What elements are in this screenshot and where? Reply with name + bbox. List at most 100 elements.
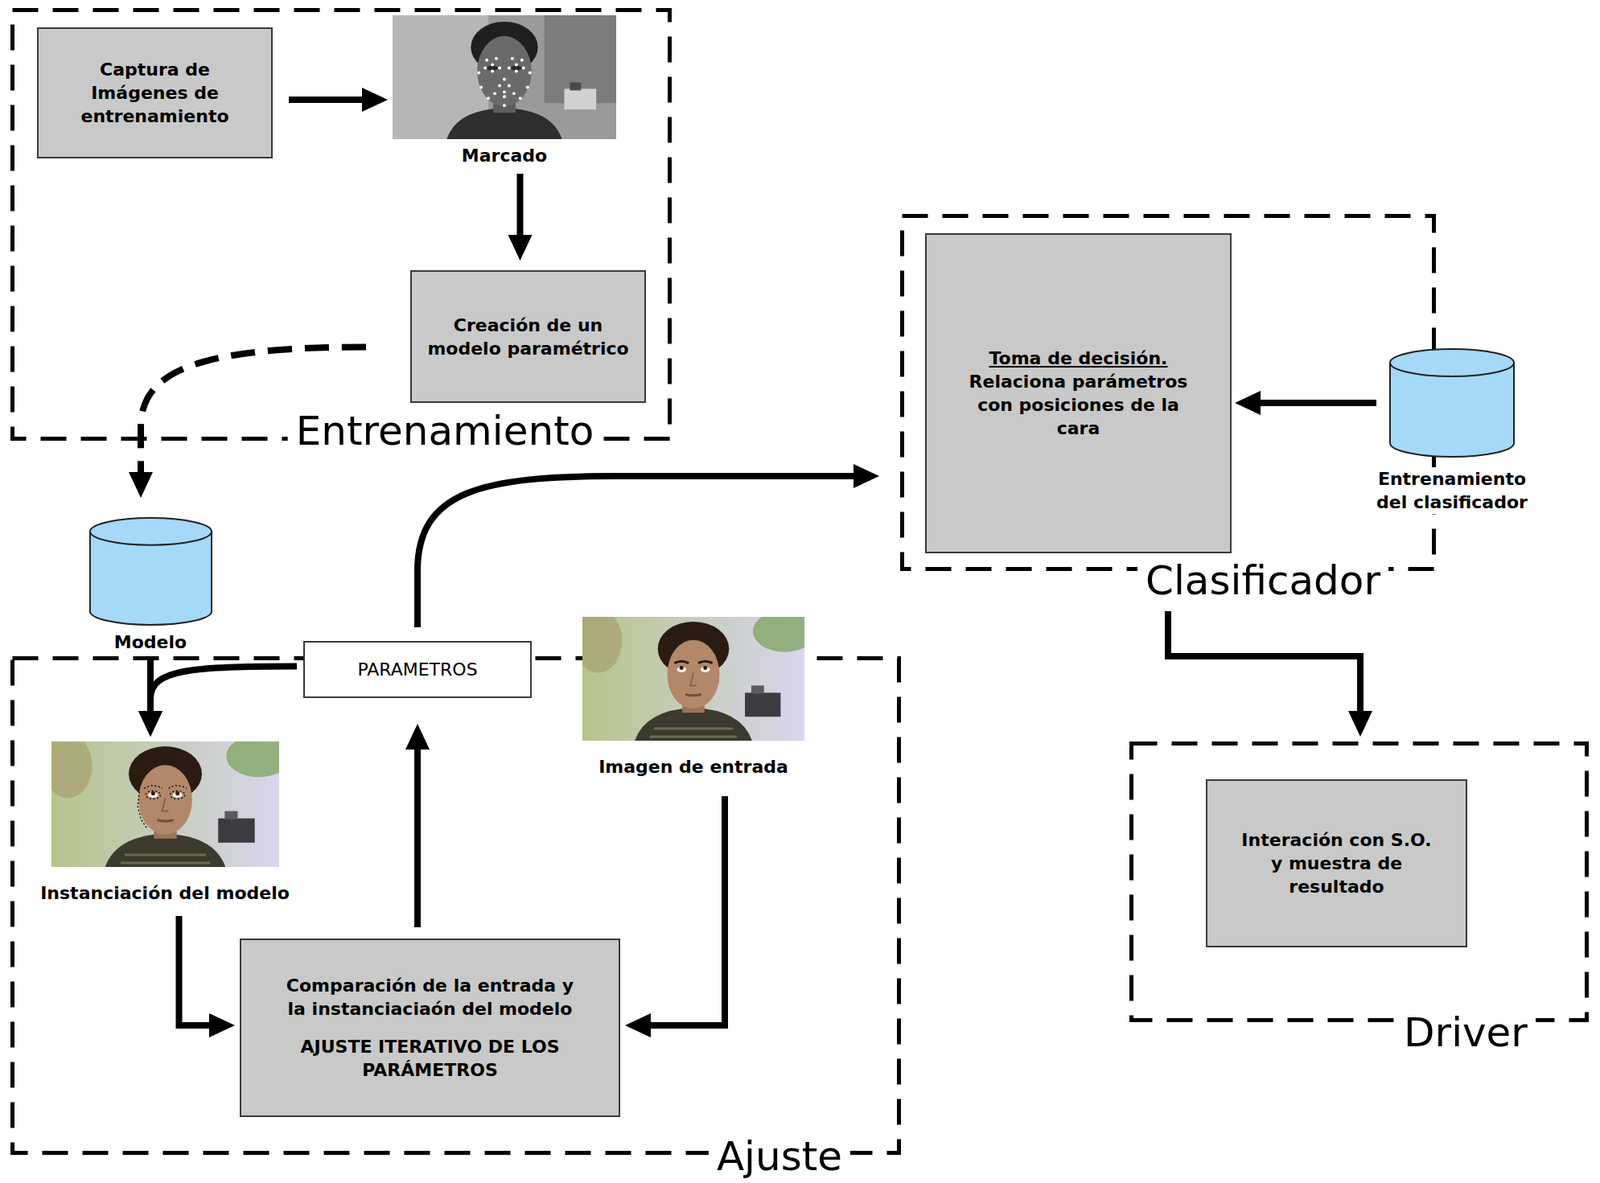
- connector-line: [517, 173, 524, 237]
- drawing-part: [528, 71, 532, 75]
- drawing-part: [679, 666, 684, 671]
- drawing-part: [510, 57, 515, 61]
- database-cylinder: [1387, 346, 1517, 460]
- box-text-wrap: PARAMETROS: [314, 658, 521, 682]
- box-text-wrap: Toma de decisión.Relaciona parámetros co…: [958, 346, 1198, 441]
- arrow-head: [508, 234, 533, 261]
- connector-arrow: [138, 666, 297, 738]
- drawing-part: [150, 791, 155, 796]
- drawing-part: [514, 63, 519, 67]
- database-node: Modelo: [74, 515, 227, 654]
- face-photo: [51, 741, 280, 868]
- dashed-border: [902, 216, 1435, 570]
- dashed-group: EntrenamientoCaptura de Imágenes de entr…: [10, 8, 672, 441]
- drawing-part: [486, 96, 490, 100]
- dashed-border: [12, 10, 671, 440]
- drawing-part: [145, 790, 161, 799]
- box-text: Captura de Imágenes de entrenamiento: [51, 57, 259, 128]
- drawing-part: [522, 66, 526, 70]
- drawing-part: [161, 797, 169, 811]
- process-box: Captura de Imágenes de entrenamiento: [37, 27, 273, 159]
- process-box: Creación de un modelo paramétrico: [410, 270, 646, 404]
- box-text: PARAMETROS: [314, 658, 521, 682]
- drawing-part: [507, 83, 511, 87]
- database-cylinder: [87, 515, 214, 628]
- drawing-part: [544, 15, 617, 103]
- drawing-part: [156, 820, 173, 823]
- drawing-part: [493, 91, 497, 95]
- process-box: Comparación de la entrada y la instancia…: [239, 938, 621, 1118]
- database-node: Entrenamiento del clasificador: [1369, 346, 1535, 515]
- drawing-part: [502, 94, 506, 99]
- drawing-part: [512, 91, 516, 95]
- box-text: Interación con S.O. y muestra de resulta…: [1234, 828, 1439, 899]
- arrow-head: [1348, 711, 1373, 737]
- connector-line: [150, 666, 297, 714]
- drawing-part: [89, 518, 211, 546]
- box-text: Toma de decisión.: [958, 346, 1198, 371]
- group-title: Ajuste: [708, 1135, 851, 1180]
- drawing-part: [477, 36, 532, 107]
- dashed-group: DriverInteración con S.O. y muestra de r…: [1129, 741, 1589, 1023]
- drawing-part: [119, 855, 210, 864]
- box-text-wrap: Captura de Imágenes de entrenamiento: [51, 57, 259, 128]
- connector-line: [414, 748, 421, 928]
- box-subtext: AJUSTE ITERATIVO DE LOS PARÁMETROS: [279, 1035, 580, 1082]
- arrow-head: [1234, 390, 1261, 416]
- box-text: Comparación de la entrada y la instancia…: [279, 974, 580, 1021]
- drawing-part: [485, 58, 489, 62]
- drawing-part: [685, 694, 702, 696]
- drawing-part: [168, 785, 186, 790]
- drawing-part: [744, 692, 781, 717]
- box-text: Creación de un modelo paramétrico: [424, 313, 632, 361]
- image-node: Marcado: [383, 15, 626, 168]
- drawing-part: [137, 785, 187, 830]
- connector-arrow: [179, 916, 236, 1038]
- drawing-part: [569, 82, 581, 91]
- drawing-part: [582, 616, 622, 674]
- drawing-part: [502, 103, 506, 107]
- arrow-head: [625, 1013, 651, 1038]
- drawing-part: [700, 666, 711, 673]
- drawing-part: [226, 741, 280, 778]
- face-photo: [582, 616, 805, 741]
- connector-arrow: [417, 464, 880, 628]
- connector-arrow: [1168, 611, 1373, 737]
- drawing-part: [169, 790, 185, 799]
- drawing-part: [507, 66, 511, 70]
- drawing-part: [563, 88, 597, 110]
- drawing-part: [494, 57, 498, 61]
- arrow-head: [209, 1013, 235, 1038]
- connector-line: [179, 916, 212, 1026]
- drawing-part: [666, 640, 720, 709]
- drawing-part: [752, 616, 805, 653]
- drawing-part: [104, 834, 226, 868]
- drawing-part: [703, 666, 708, 671]
- drawing-part: [479, 85, 483, 89]
- dashed-group: AjustePARAMETROS Imagen de entrada: [10, 656, 901, 1156]
- node-caption: Imagen de entrada: [568, 755, 819, 779]
- connector-line: [288, 96, 364, 103]
- box-text-wrap: Comparación de la entrada y la instancia…: [279, 974, 580, 1082]
- connector-line: [649, 796, 725, 1026]
- drawing-part: [497, 83, 502, 87]
- connector-arrow: [508, 173, 533, 261]
- group-title: Entrenamiento: [287, 409, 603, 454]
- connector-line: [1168, 611, 1361, 713]
- node-caption: Entrenamiento del clasificador: [1369, 467, 1535, 515]
- drawing-part: [490, 69, 494, 74]
- drawing-part: [477, 57, 532, 108]
- connector-line: [417, 476, 856, 628]
- drawing-part: [138, 765, 193, 835]
- drawing-part: [518, 96, 523, 100]
- box-subtext: Relaciona parámetros con posiciones de l…: [958, 370, 1198, 441]
- process-box: Toma de decisión.Relaciona parámetros co…: [925, 233, 1232, 554]
- node-caption: Modelo: [74, 630, 227, 654]
- drawing-part: [175, 791, 180, 796]
- drawing-part: [674, 661, 712, 663]
- group-title: Clasificador: [1137, 559, 1389, 604]
- drawing-part: [392, 15, 617, 140]
- dashed-group: ClasificadorToma de decisión.Relaciona p…: [900, 213, 1436, 572]
- connector-arrow: [1234, 390, 1377, 416]
